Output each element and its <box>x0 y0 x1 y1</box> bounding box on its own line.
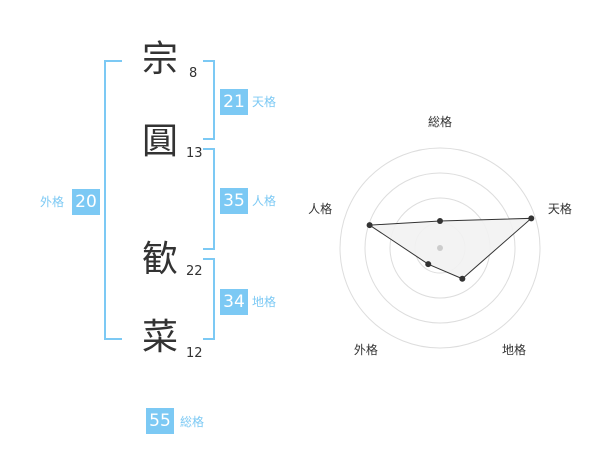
stroke-count-3: 22 <box>186 264 203 279</box>
stroke-count-1: 8 <box>189 66 198 81</box>
radar-axis-label-4: 外格 <box>354 342 378 357</box>
chikaku-score: 34 <box>220 289 248 315</box>
radar-point-2 <box>528 215 535 222</box>
soukaku-label: 総格 <box>180 415 205 429</box>
radar-axis-label-3: 地格 <box>502 342 526 357</box>
outer-bracket <box>104 60 122 340</box>
tenkaku-label: 天格 <box>252 95 277 109</box>
radar-point-5 <box>366 222 373 229</box>
radar-points <box>366 215 535 282</box>
radar-point-4 <box>425 261 432 268</box>
jinkaku-bracket <box>203 148 215 250</box>
name-char-2: 圓 <box>142 121 179 162</box>
radar-ring-4 <box>339 147 541 349</box>
radar-axis-label-5: 人格 <box>308 201 332 216</box>
stroke-count-4: 12 <box>186 346 203 361</box>
gaikaku-label: 外格 <box>40 195 65 209</box>
soukaku-score: 55 <box>146 408 174 434</box>
jinkaku-label: 人格 <box>252 194 277 208</box>
name-char-4: 菜 <box>142 317 179 358</box>
radar-axis-label-2: 天格 <box>548 201 572 216</box>
radar-polygon <box>368 217 533 280</box>
radar-axis-label-1: 総格 <box>428 114 452 129</box>
name-char-3: 歓 <box>142 239 179 280</box>
radar-center-dot <box>437 245 443 251</box>
radar-point-3 <box>459 275 466 282</box>
radar-point-1 <box>437 218 443 224</box>
name-char-1: 宗 <box>142 39 179 80</box>
tenkaku-score: 21 <box>220 89 248 115</box>
jinkaku-score: 35 <box>220 188 248 214</box>
radar-grid <box>339 147 541 349</box>
gaikaku-score: 20 <box>72 189 100 215</box>
chikaku-label: 地格 <box>252 295 277 309</box>
stroke-count-2: 13 <box>186 146 203 161</box>
radar-ring-3 <box>364 172 516 324</box>
chikaku-bracket <box>203 258 215 340</box>
tenkaku-bracket <box>203 60 215 140</box>
